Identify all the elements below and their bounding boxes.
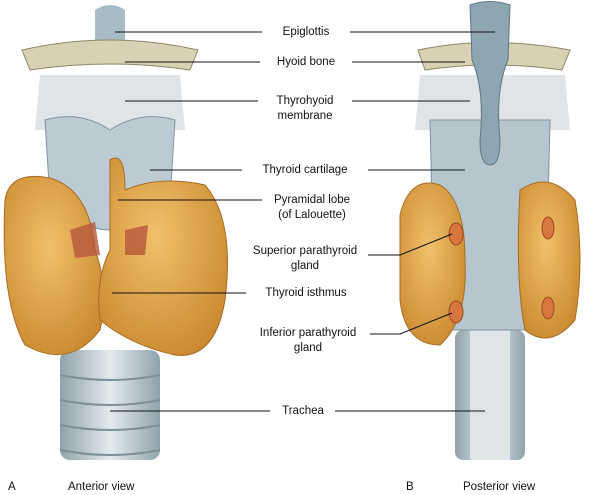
label-inferior-parathyroid-2: gland <box>293 342 323 354</box>
label-pyramidal-2: (of Lalouette) <box>278 209 346 221</box>
caption-a-letter: A <box>8 481 16 493</box>
label-epiglottis: Epiglottis <box>282 26 330 38</box>
anterior-view-drawing <box>3 5 228 460</box>
label-superior-parathyroid-1: Superior parathyroid <box>252 245 358 257</box>
epiglottis-posterior <box>469 1 511 166</box>
label-thyrohyoid-2: membrane <box>277 110 333 122</box>
superior-parathyroid-right <box>541 216 555 240</box>
label-inferior-parathyroid-1: Inferior parathyroid <box>259 327 357 339</box>
caption-b-letter: B <box>406 481 414 493</box>
label-pyramidal-1: Pyramidal lobe <box>273 194 351 206</box>
caption-anterior-view: Anterior view <box>68 481 135 493</box>
superior-parathyroid-left <box>448 222 464 246</box>
epiglottis-anterior <box>95 5 125 45</box>
leader-lines <box>110 31 495 412</box>
label-thyrohyoid-1: Thyrohyoid <box>276 95 334 107</box>
hyoid-bone-anterior <box>21 39 199 71</box>
thyrohyoid-membrane-anterior <box>35 75 185 130</box>
thyroid-left-lobe-posterior <box>399 182 466 346</box>
label-hyoid-bone: Hyoid bone <box>276 56 336 68</box>
inferior-parathyroid-right <box>541 296 555 320</box>
label-thyroid-cartilage: Thyroid cartilage <box>262 164 348 176</box>
inferior-parathyroid-left <box>448 300 464 324</box>
posterior-view-drawing <box>399 1 581 460</box>
label-superior-parathyroid-2: gland <box>290 260 320 272</box>
thyroid-right-lobe-pyramidal <box>98 157 228 356</box>
thyroid-right-lobe-posterior <box>517 181 581 339</box>
label-thyroid-isthmus: Thyroid isthmus <box>265 287 347 299</box>
caption-posterior-view: Posterior view <box>463 481 536 493</box>
label-trachea: Trachea <box>282 405 324 417</box>
